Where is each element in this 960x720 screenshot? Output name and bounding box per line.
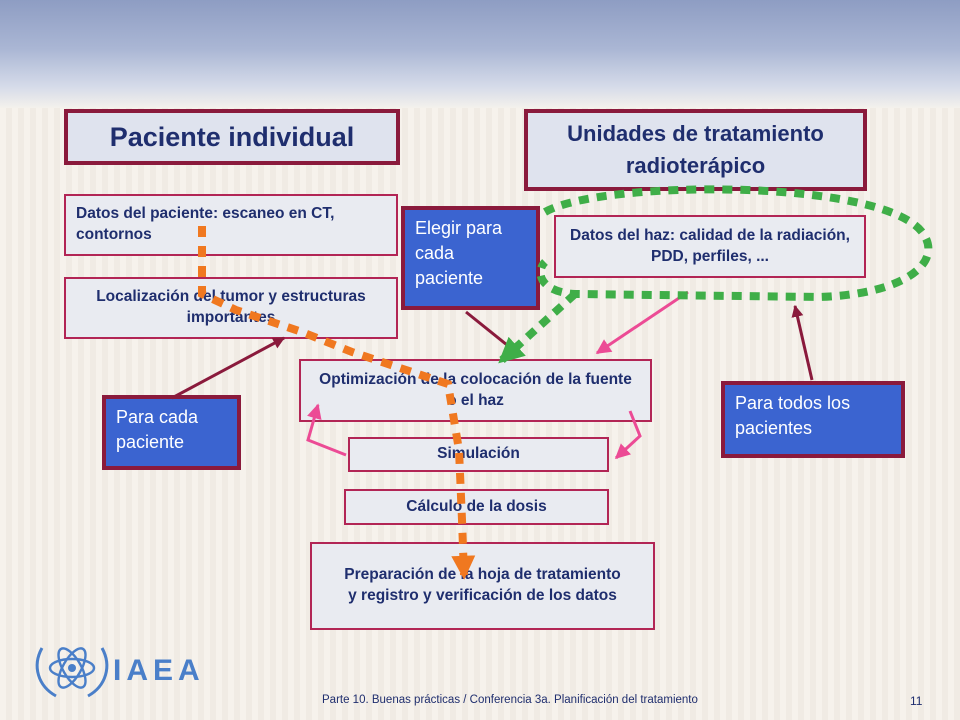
note-for-each-patient: Para cada paciente bbox=[102, 395, 241, 470]
footer-caption: Parte 10. Buenas prácticas / Conferencia… bbox=[322, 694, 698, 706]
box-dose-calculation: Cálculo de la dosis bbox=[344, 489, 609, 525]
arrow-for-all-patients bbox=[791, 304, 814, 381]
page-number: 11 bbox=[910, 694, 923, 708]
box-treatment-sheet-label: Preparación de la hoja de tratamiento y … bbox=[344, 566, 621, 604]
loop-bracket-left bbox=[306, 403, 347, 457]
box-patient-data-label: Datos del paciente: escaneo en CT, conto… bbox=[76, 205, 335, 243]
header-individual-patient-label: Paciente individual bbox=[109, 121, 355, 152]
header-treatment-units-label: Unidades de tratamiento radioterápico bbox=[567, 121, 824, 178]
box-beam-data-label: Datos del haz: calidad de la radiación, … bbox=[570, 226, 850, 265]
green-dashed-ellipse bbox=[536, 185, 933, 302]
iaea-logo-icon bbox=[35, 647, 109, 698]
note-for-all-patients-label: Para todos los pacientes bbox=[735, 393, 851, 439]
note-for-each-patient-label: Para cada paciente bbox=[116, 407, 199, 453]
header-individual-patient: Paciente individual bbox=[64, 109, 400, 165]
header-treatment-units: Unidades de tratamiento radioterápico bbox=[524, 109, 867, 191]
arrow-for-each-patient bbox=[171, 336, 286, 400]
box-optimization-label: Optimización de la colocación de la fuen… bbox=[319, 370, 632, 409]
note-choose-each-patient: Elegir para cada paciente bbox=[401, 206, 540, 310]
note-choose-each-patient-label: Elegir para cada paciente bbox=[415, 218, 503, 289]
arrow-choose-each-patient bbox=[465, 310, 518, 355]
arrow-beam-to-optimization bbox=[595, 290, 689, 355]
box-dose-calculation-label: Cálculo de la dosis bbox=[406, 497, 547, 515]
orange-dashed-path bbox=[198, 226, 476, 580]
loop-bracket-right bbox=[614, 410, 642, 460]
note-for-all-patients: Para todos los pacientes bbox=[721, 381, 905, 458]
iaea-logo-text: IAEA bbox=[113, 654, 205, 687]
box-patient-data: Datos del paciente: escaneo en CT, conto… bbox=[64, 194, 398, 256]
box-beam-data: Datos del haz: calidad de la radiación, … bbox=[554, 215, 866, 278]
box-treatment-sheet: Preparación de la hoja de tratamiento y … bbox=[310, 542, 655, 630]
top-banner bbox=[0, 0, 960, 108]
box-optimization: Optimización de la colocación de la fuen… bbox=[299, 359, 652, 422]
